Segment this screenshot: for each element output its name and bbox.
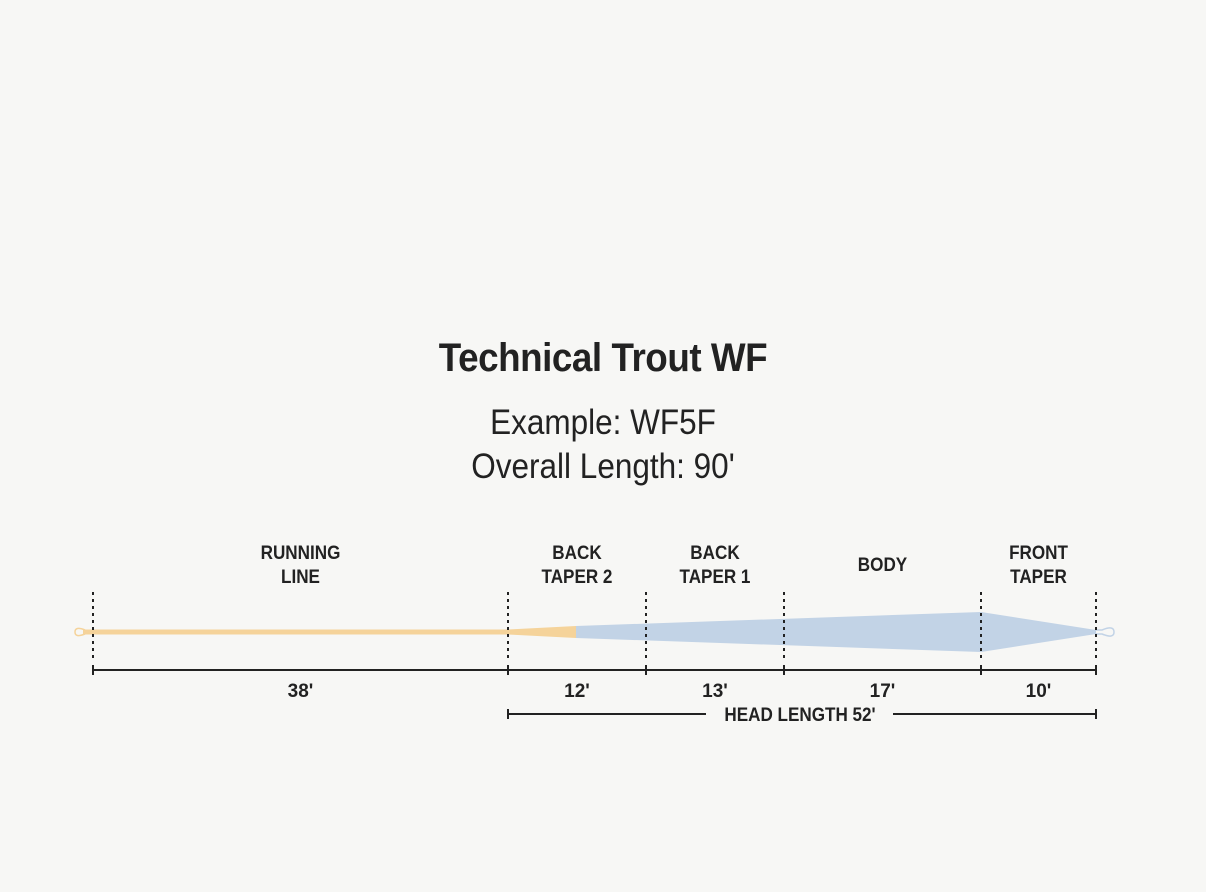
- fly-line-profile: [74, 612, 1115, 652]
- length-label-back-taper-2: 12': [564, 681, 590, 702]
- running-line-segment: [83, 629, 508, 635]
- length-label-running-line: 38': [288, 681, 314, 702]
- example-line: Example: WF5F: [490, 403, 716, 442]
- head-length-label: HEAD LENGTH 52': [724, 704, 875, 725]
- length-measures: 38' 12' 13' 17' 10' HEAD LENGTH 52': [92, 665, 1097, 725]
- length-label-back-taper-1: 13': [702, 681, 728, 702]
- overall-length: Overall Length: 90': [471, 447, 735, 486]
- length-label-body: 17': [870, 681, 896, 702]
- front-loop: [1096, 627, 1115, 637]
- head-segment: [576, 612, 1096, 652]
- length-label-front-taper: 10': [1026, 681, 1052, 702]
- section-dividers: [92, 592, 1097, 662]
- rear-loop: [74, 627, 86, 637]
- section-label-body: BODY: [858, 554, 907, 575]
- diagram-title: Technical Trout WF: [438, 336, 768, 380]
- back-taper-2-segment: [508, 626, 576, 638]
